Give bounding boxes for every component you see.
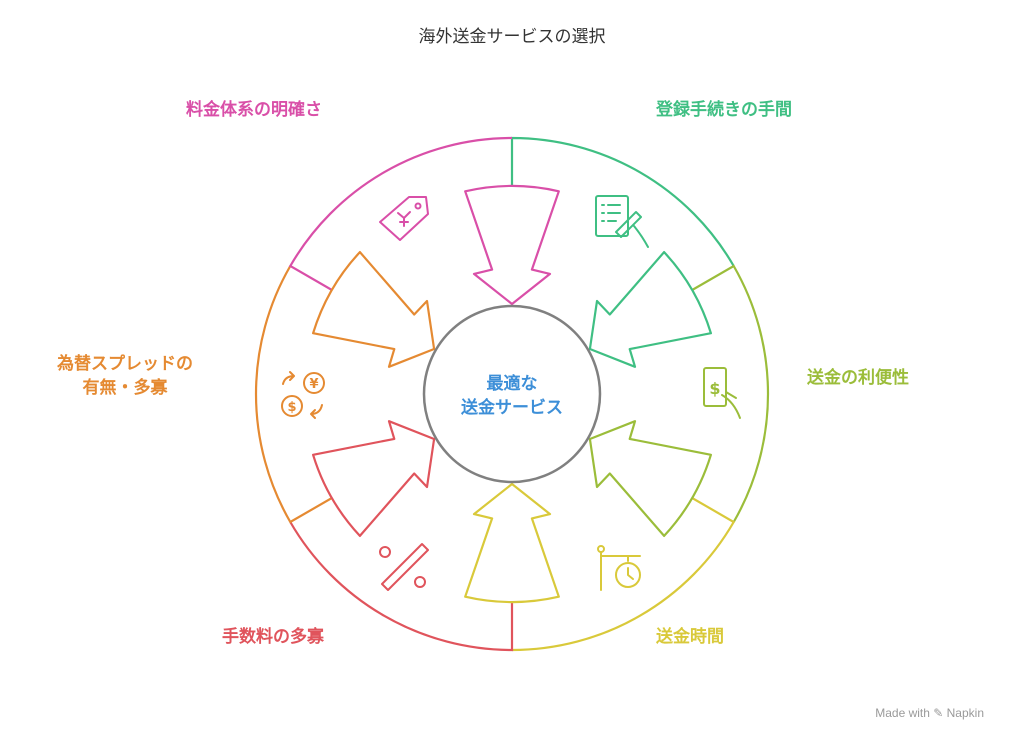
label-fee-amount: 手数料の多寡: [222, 627, 324, 647]
inward-arrow-convenience: [588, 420, 712, 537]
center-label-line2: 送金サービス: [461, 398, 563, 418]
svg-text:$: $: [287, 400, 296, 415]
inward-arrow-registration: [588, 251, 712, 368]
form-signature-icon: [595, 195, 649, 248]
inward-arrow-fx-spread: [312, 251, 436, 368]
label-registration-effort: 登録手続きの手間: [656, 100, 792, 120]
segment-outline-time: [511, 473, 736, 652]
inward-arrow-time: [464, 482, 560, 604]
label-convenience: 送金の利便性: [807, 368, 909, 388]
segment-outline-registration: [510, 136, 735, 267]
label-transfer-time: 送金時間: [656, 627, 724, 647]
label-fx-spread-line2: 有無・多寡: [82, 378, 168, 398]
svg-text:$: $: [709, 379, 720, 398]
center-label: 最適な 送金サービス: [432, 372, 592, 420]
inward-arrow-clarity: [464, 184, 560, 306]
center-circle: [422, 304, 602, 484]
yen-price-tag-icon: [379, 196, 429, 241]
arrows-layer: [312, 184, 712, 604]
svg-text:¥: ¥: [309, 377, 318, 392]
segment-outline-clarity: [288, 136, 513, 315]
segment-outline-fx-spread: [254, 265, 374, 524]
segments-layer: [254, 136, 770, 652]
segment-outline-fee: [289, 521, 514, 652]
inward-arrow-fee: [312, 420, 436, 537]
center-label-line1: 最適な: [486, 374, 538, 394]
segment-outline-convenience: [650, 264, 770, 523]
percent-icon: [379, 543, 429, 591]
label-fx-spread: 為替スプレッドの 有無・多寡: [40, 352, 210, 400]
label-fx-spread-line1: 為替スプレッドの: [57, 354, 193, 374]
clock-sign-icon: [597, 545, 641, 591]
label-fee-clarity: 料金体系の明確さ: [186, 100, 322, 120]
cash-in-hand-icon: $: [703, 367, 741, 419]
page-title: 海外送金サービスの選択: [418, 27, 606, 47]
currency-exchange-icon: ¥ $: [281, 371, 325, 419]
napkin-watermark: Made with ✎ Napkin: [875, 706, 984, 720]
